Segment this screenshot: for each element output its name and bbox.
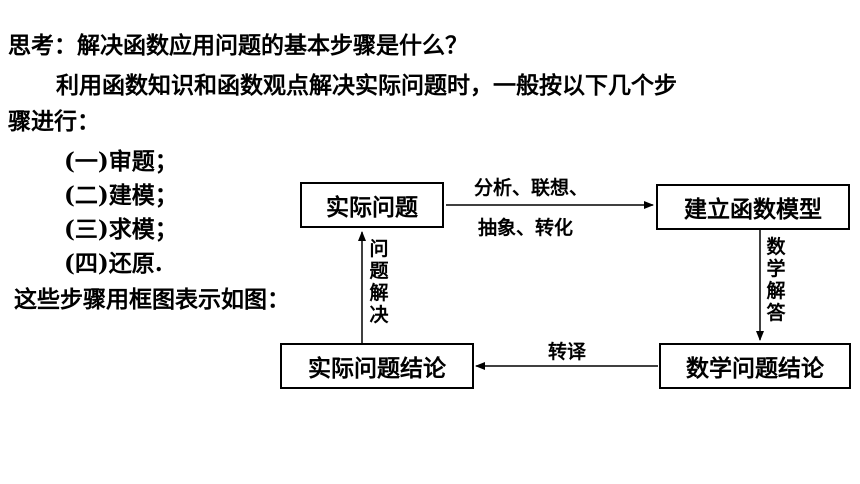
step-1: (一)审题； (64, 148, 178, 175)
diagram-intro: 这些步骤用框图表示如图： (14, 286, 290, 313)
label-bottom: 转译 (548, 341, 587, 363)
box-actual-problem: 实际问题 (300, 182, 444, 228)
box-build-model: 建立函数模型 (656, 184, 850, 230)
box-math-conclusion: 数学问题结论 (659, 343, 851, 389)
step-2: (二)建模； (64, 182, 178, 209)
label-right: 数学解答 (766, 236, 786, 324)
label-top-lower: 抽象、转化 (478, 217, 574, 239)
label-top-upper: 分析、联想、 (474, 177, 589, 199)
box-actual-conclusion: 实际问题结论 (280, 343, 474, 389)
label-left: 问题解决 (369, 238, 389, 326)
paragraph-line-2: 骤进行： (8, 108, 100, 135)
step-4: (四)还原. (64, 250, 163, 277)
paragraph-line-1: 利用函数知识和函数观点解决实际问题时，一般按以下几个步 (56, 72, 677, 99)
question-line: 思考：解决函数应用问题的基本步骤是什么？ (8, 32, 468, 59)
step-3: (三)求模； (64, 216, 178, 243)
